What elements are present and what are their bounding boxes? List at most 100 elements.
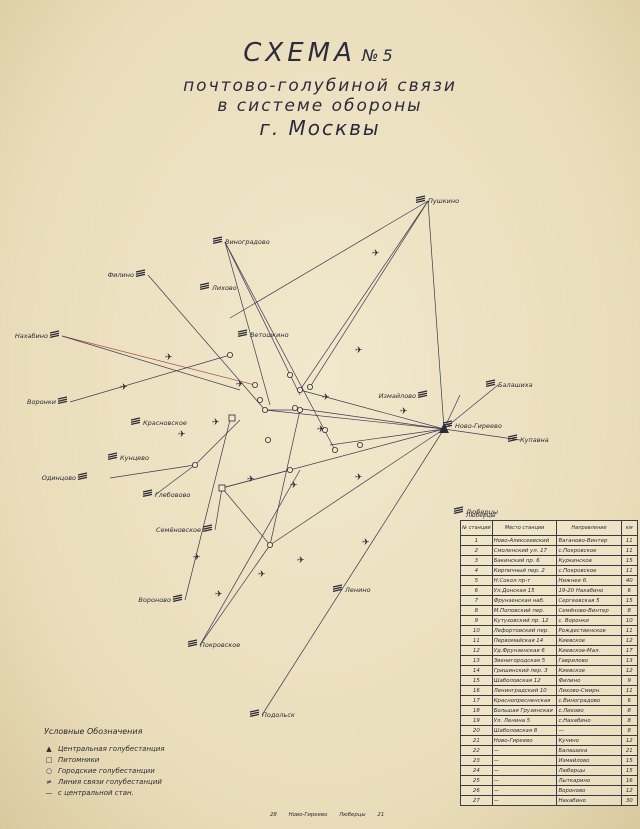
row-number: 24 [460, 765, 493, 776]
row-number: 23 [460, 755, 493, 766]
station-hatch-icon [415, 197, 426, 201]
row-place: Ул.Донская 15 [491, 585, 558, 596]
connection-line [309, 200, 429, 388]
row-number: 6 [460, 585, 493, 596]
connection-line [299, 389, 445, 430]
station-hatch-icon [49, 332, 60, 336]
place-label-pushkino: Пушкино [428, 197, 459, 205]
station-hatch-icon [135, 269, 146, 273]
legend-symbol-icon: — [45, 789, 53, 797]
place-label-glebovo: Глебовово [155, 491, 190, 499]
row-direction: с.Лихово [556, 705, 622, 716]
legend-item: —с центральной стан. [44, 789, 134, 797]
row-direction: Люберцы [556, 765, 622, 776]
station-hatch-icon [77, 476, 88, 481]
row-km: 11 [620, 685, 639, 696]
row-place: — [491, 765, 558, 776]
nursery-marker [218, 484, 226, 492]
stations-table: № станции Место станции Направление км 1… [460, 520, 639, 806]
station-hatch-icon [202, 528, 213, 533]
row-number: 16 [460, 685, 493, 696]
row-number: 8 [460, 605, 493, 616]
row-place: Кирпичный пер. 2 [491, 565, 558, 576]
pigeon-icon: ✈ [165, 353, 173, 363]
station-hatch-icon [442, 424, 453, 429]
city-station-marker [296, 406, 303, 413]
connection-line [221, 487, 271, 546]
city-station-marker [296, 386, 303, 393]
row-km: 15 [620, 595, 639, 606]
station-hatch-icon [332, 588, 343, 593]
connection-line [443, 394, 461, 430]
row-number: 2 [460, 545, 493, 556]
legend-item: ○Городские голубестанции [44, 767, 155, 775]
connection-line [109, 464, 196, 479]
row-number: 14 [460, 665, 493, 676]
place-label-kupavna: Купавна [520, 436, 549, 444]
station-hatch-icon [107, 452, 118, 456]
station-hatch-icon [417, 394, 428, 399]
pigeon-icon: ✈ [236, 380, 244, 390]
pigeon-icon: ✈ [258, 570, 266, 580]
connection-line [221, 469, 291, 489]
legend-symbol-icon: ○ [45, 767, 53, 775]
legend-symbol-icon: □ [45, 756, 53, 764]
connection-line [269, 409, 301, 546]
city-station-marker [321, 426, 328, 433]
row-km: 12 [620, 635, 639, 646]
station-hatch-icon [507, 438, 518, 443]
row-place: Ленинградский 10 [491, 685, 558, 696]
row-direction: с.Виноградово [556, 695, 622, 706]
pigeon-icon: ✈ [247, 475, 255, 485]
row-number: 20 [460, 725, 493, 736]
station-hatch-icon [130, 421, 141, 426]
station-hatch-icon [249, 709, 260, 713]
station-hatch-icon [172, 596, 183, 600]
station-hatch-icon [130, 419, 141, 423]
place-label-vostochnoe: Ветошкино [250, 331, 289, 339]
row-km: 11 [620, 565, 639, 576]
bottom-number: 28 [270, 812, 277, 818]
station-hatch-icon [187, 643, 198, 648]
legend-item: ▲Центральная голубестанция [44, 745, 165, 753]
row-km: 6 [620, 695, 639, 706]
row-place: Бакинский пр. 6 [491, 555, 558, 566]
row-direction: Ваганово-Винтер [556, 535, 622, 546]
header-direction: Направление [556, 520, 622, 536]
connection-line [224, 241, 336, 451]
row-number: 17 [460, 695, 493, 706]
row-direction: с.Покровское [556, 545, 622, 556]
row-km: 10 [620, 615, 639, 626]
row-place: Н.Сокол пр-т [491, 575, 558, 586]
place-label-voronovo: Вороново [138, 596, 171, 604]
row-direction: Нижнее б. [556, 575, 622, 586]
legend-label: Центральная голубестанция [58, 745, 165, 753]
place-label-filino: Филино [108, 271, 134, 279]
city-station-marker [291, 404, 298, 411]
city-station-marker [266, 542, 273, 549]
connection-line [147, 274, 266, 411]
table-header-row: № станции Место станции Направление км [460, 520, 639, 536]
row-number: 13 [460, 655, 493, 666]
row-direction: Киевское-Мал. [556, 645, 622, 656]
row-direction: Лихово-Смирн. [556, 685, 622, 696]
connection-line [229, 200, 429, 319]
row-km: 15 [620, 755, 639, 766]
connection-line [224, 241, 301, 396]
station-hatch-icon [249, 713, 260, 718]
row-km: 11 [620, 535, 639, 546]
connection-line [443, 384, 499, 430]
row-direction: Гаврилово [556, 655, 622, 666]
row-direction: Киевское [556, 665, 622, 676]
row-number: 3 [460, 555, 493, 566]
